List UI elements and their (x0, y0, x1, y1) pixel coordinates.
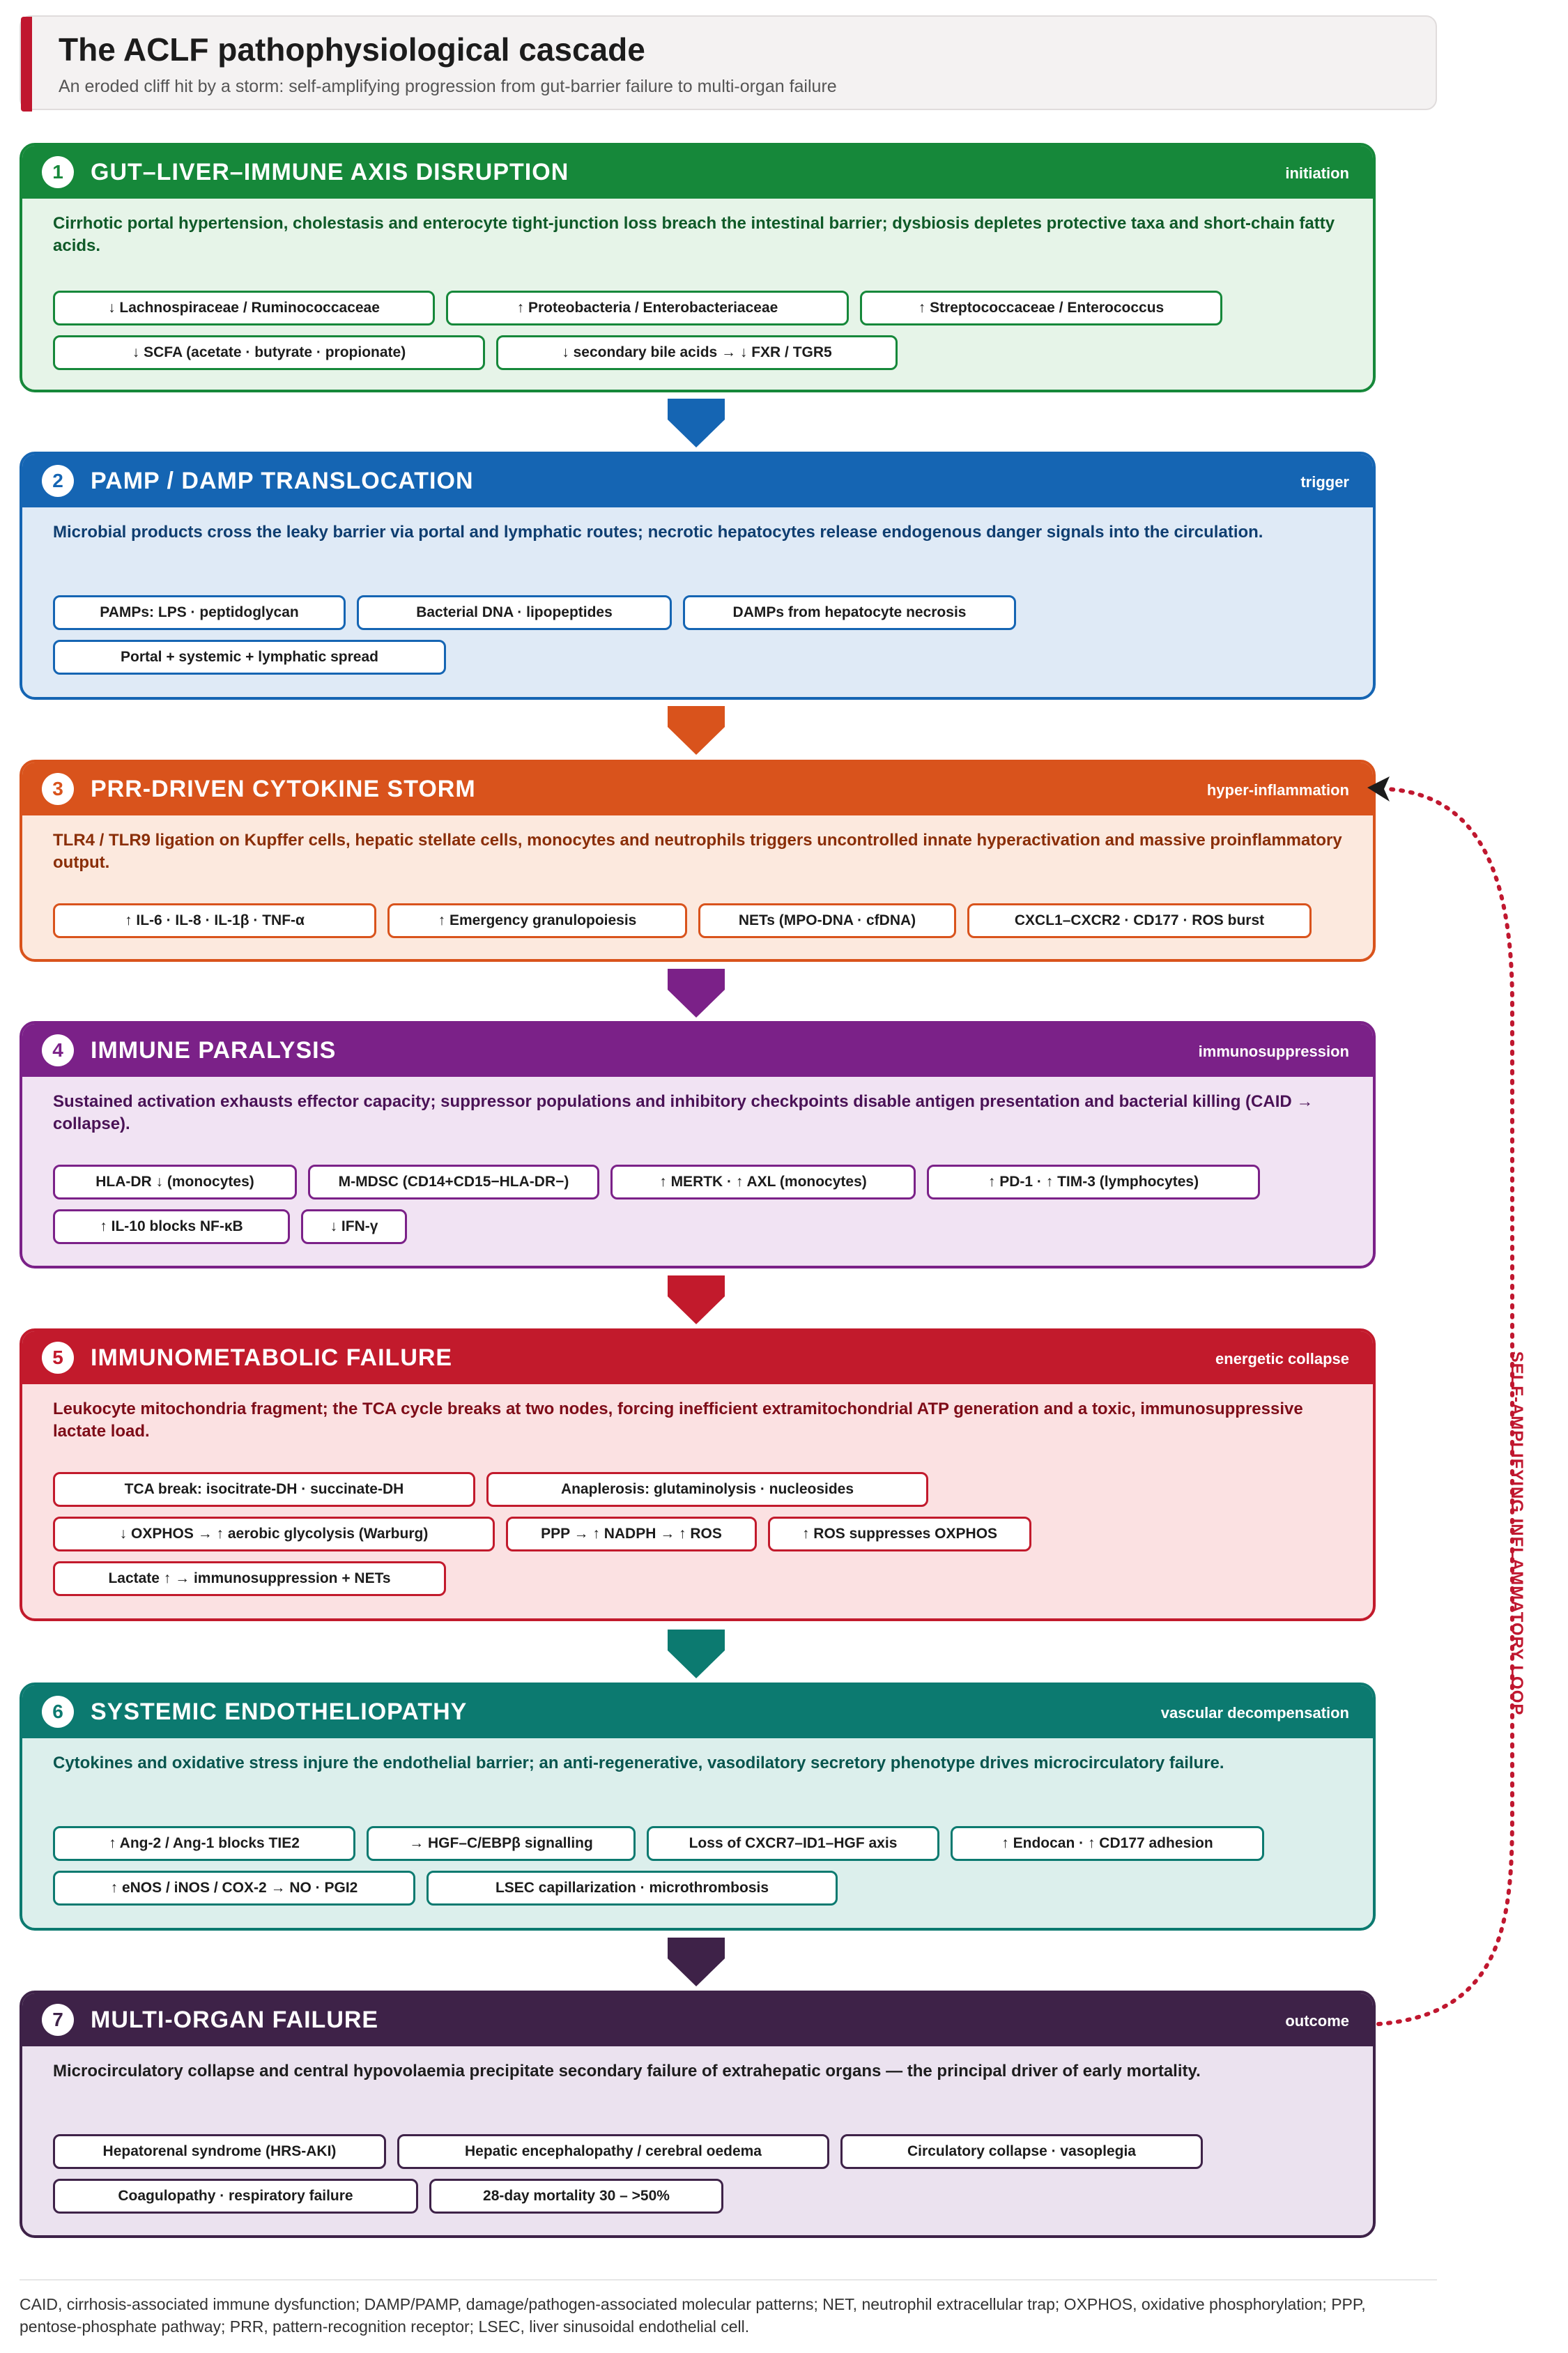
marker-pill: PAMPs: LPS · peptidoglycan (53, 595, 346, 630)
marker-pill: ↑ MERTK · ↑ AXL (monocytes) (610, 1165, 916, 1200)
loop-arrowhead-icon (1367, 776, 1390, 802)
stage-number-badge: 5 (42, 1342, 74, 1374)
stage-tag: outcome (1285, 2012, 1349, 2030)
stage-tag: trigger (1300, 473, 1349, 491)
stage-card-multi-organ-failure: 7 MULTI-ORGAN FAILURE outcome Microcircu… (20, 1991, 1376, 2238)
stage-header: 3 PRR-DRIVEN CYTOKINE STORM hyper-inflam… (22, 762, 1373, 815)
stage-card-immune-paralysis: 4 IMMUNE PARALYSIS immunosuppression Sus… (20, 1021, 1376, 1269)
stage-description: Cirrhotic portal hypertension, cholestas… (53, 214, 1335, 255)
flow-arrow-2 (668, 706, 725, 755)
marker-pill: ↑ ROS suppresses OXPHOS (768, 1517, 1031, 1551)
stage-number-badge: 6 (42, 1696, 74, 1728)
marker-pill: → HGF–C/EBPβ signalling (367, 1826, 636, 1861)
stage-tag: immunosuppression (1198, 1043, 1349, 1060)
stage-description: Leukocyte mitochondria fragment; the TCA… (53, 1400, 1303, 1441)
stage-title: GUT–LIVER–IMMUNE AXIS DISRUPTION (91, 158, 569, 185)
stage-description: Microbial products cross the leaky barri… (53, 523, 1263, 542)
marker-pill: ↓ SCFA (acetate · butyrate · propionate) (53, 335, 485, 370)
stage-number-badge: 7 (42, 2004, 74, 2036)
marker-pill: 28-day mortality 30 – >50% (429, 2179, 723, 2214)
header-accent-bar (21, 17, 32, 112)
stage-header: 4 IMMUNE PARALYSIS immunosuppression (22, 1024, 1373, 1077)
footer-divider (20, 2279, 1437, 2281)
header-card: The ACLF pathophysiological cascade An e… (20, 15, 1437, 112)
stage-description: Cytokines and oxidative stress injure th… (53, 1754, 1224, 1772)
stage-number-badge: 2 (42, 465, 74, 497)
stage-description: Microcirculatory collapse and central hy… (53, 2062, 1201, 2080)
stage-card-endotheliopathy: 6 SYSTEMIC ENDOTHELIOPATHY vascular deco… (20, 1683, 1376, 1931)
marker-pill: ↓ OXPHOS → ↑ aerobic glycolysis (Warburg… (53, 1517, 495, 1551)
stage-title: SYSTEMIC ENDOTHELIOPATHY (91, 1698, 468, 1725)
marker-pill: Hepatic encephalopathy / cerebral oedema (397, 2134, 829, 2169)
marker-pill: ↓ IFN-γ (301, 1209, 407, 1244)
stage-tag: initiation (1285, 164, 1349, 182)
marker-pill: ↑ Ang-2 / Ang-1 blocks TIE2 (53, 1826, 355, 1861)
stage-number-badge: 4 (42, 1034, 74, 1066)
stage-header: 5 IMMUNOMETABOLIC FAILURE energetic coll… (22, 1331, 1373, 1384)
marker-pill: ↓ secondary bile acids → ↓ FXR / TGR5 (496, 335, 898, 370)
feedback-loop-label: SELF-AMPLIFYING INFLAMMATORY LOOP (1507, 1351, 1526, 1716)
marker-pill: ↑ Proteobacteria / Enterobacteriaceae (446, 291, 849, 325)
stage-header: 7 MULTI-ORGAN FAILURE outcome (22, 1993, 1373, 2046)
stage-card-gut-liver-immune: 1 GUT–LIVER–IMMUNE AXIS DISRUPTION initi… (20, 143, 1376, 392)
stage-tag: energetic collapse (1215, 1350, 1349, 1367)
marker-pill: ↑ IL-10 blocks NF-κB (53, 1209, 290, 1244)
stage-header: 2 PAMP / DAMP TRANSLOCATION trigger (22, 454, 1373, 507)
stage-tag: vascular decompensation (1160, 1704, 1349, 1722)
stage-title: IMMUNE PARALYSIS (91, 1036, 337, 1064)
stage-description: Sustained activation exhausts effector c… (53, 1092, 1314, 1133)
marker-pill: ↑ IL-6 · IL-8 · IL-1β · TNF-α (53, 903, 376, 938)
stage-header: 6 SYSTEMIC ENDOTHELIOPATHY vascular deco… (22, 1685, 1373, 1738)
feedback-loop-connector (1367, 776, 1514, 2026)
marker-pill: NETs (MPO-DNA · cfDNA) (698, 903, 956, 938)
stage-header: 1 GUT–LIVER–IMMUNE AXIS DISRUPTION initi… (22, 146, 1373, 199)
stage-title: IMMUNOMETABOLIC FAILURE (91, 1344, 453, 1371)
stage-card-immunometabolic-failure: 5 IMMUNOMETABOLIC FAILURE energetic coll… (20, 1328, 1376, 1621)
flow-arrow-6 (668, 1938, 725, 1986)
marker-pill: ↑ PD-1 · ↑ TIM-3 (lymphocytes) (927, 1165, 1260, 1200)
stage-description: TLR4 / TLR9 ligation on Kupffer cells, h… (53, 831, 1342, 872)
marker-pill: ↑ Endocan · ↑ CD177 adhesion (951, 1826, 1264, 1861)
marker-pill: Bacterial DNA · lipopeptides (357, 595, 672, 630)
marker-pill: ↑ eNOS / iNOS / COX-2 → NO · PGI2 (53, 1871, 415, 1906)
marker-pill: Circulatory collapse · vasoplegia (840, 2134, 1203, 2169)
marker-pill: Loss of CXCR7–ID1–HGF axis (647, 1826, 939, 1861)
marker-pill: LSEC capillarization · microthrombosis (426, 1871, 838, 1906)
flow-arrow-4 (668, 1275, 725, 1324)
marker-pill: DAMPs from hepatocyte necrosis (683, 595, 1016, 630)
marker-pill: ↑ Emergency granulopoiesis (387, 903, 687, 938)
marker-pill: Coagulopathy · respiratory failure (53, 2179, 418, 2214)
abbreviations-footnote: CAID, cirrhosis-associated immune dysfun… (20, 2295, 1366, 2336)
marker-pill: Anaplerosis: glutaminolysis · nucleoside… (486, 1472, 928, 1507)
marker-pill: Lactate ↑ → immunosuppression + NETs (53, 1561, 446, 1596)
flow-arrow-5 (668, 1630, 725, 1678)
marker-pill: Portal + systemic + lymphatic spread (53, 640, 446, 675)
marker-pill: TCA break: isocitrate-DH · succinate-DH (53, 1472, 475, 1507)
stage-number-badge: 3 (42, 773, 74, 805)
flow-arrow-3 (668, 969, 725, 1018)
stage-card-pamp-damp: 2 PAMP / DAMP TRANSLOCATION trigger Micr… (20, 452, 1376, 700)
stage-card-cytokine-storm: 3 PRR-DRIVEN CYTOKINE STORM hyper-inflam… (20, 760, 1376, 962)
stage-title: PAMP / DAMP TRANSLOCATION (91, 467, 474, 494)
stage-title: MULTI-ORGAN FAILURE (91, 2006, 379, 2033)
marker-pill: ↑ Streptococcaceae / Enterococcus (860, 291, 1222, 325)
marker-pill: ↓ Lachnospiraceae / Ruminococcaceae (53, 291, 435, 325)
stage-tag: hyper-inflammation (1206, 781, 1349, 799)
marker-pill: M-MDSC (CD14+CD15−HLA-DR−) (308, 1165, 599, 1200)
marker-pill: Hepatorenal syndrome (HRS-AKI) (53, 2134, 386, 2169)
page-title: The ACLF pathophysiological cascade (59, 31, 645, 68)
stage-number-badge: 1 (42, 156, 74, 188)
marker-pill: CXCL1–CXCR2 · CD177 · ROS burst (967, 903, 1312, 938)
marker-pill: HLA-DR ↓ (monocytes) (53, 1165, 297, 1200)
page-subtitle: An eroded cliff hit by a storm: self-amp… (59, 77, 837, 96)
stage-title: PRR-DRIVEN CYTOKINE STORM (91, 775, 476, 802)
marker-pill: PPP → ↑ NADPH → ↑ ROS (506, 1517, 757, 1551)
flow-arrow-1 (668, 399, 725, 447)
